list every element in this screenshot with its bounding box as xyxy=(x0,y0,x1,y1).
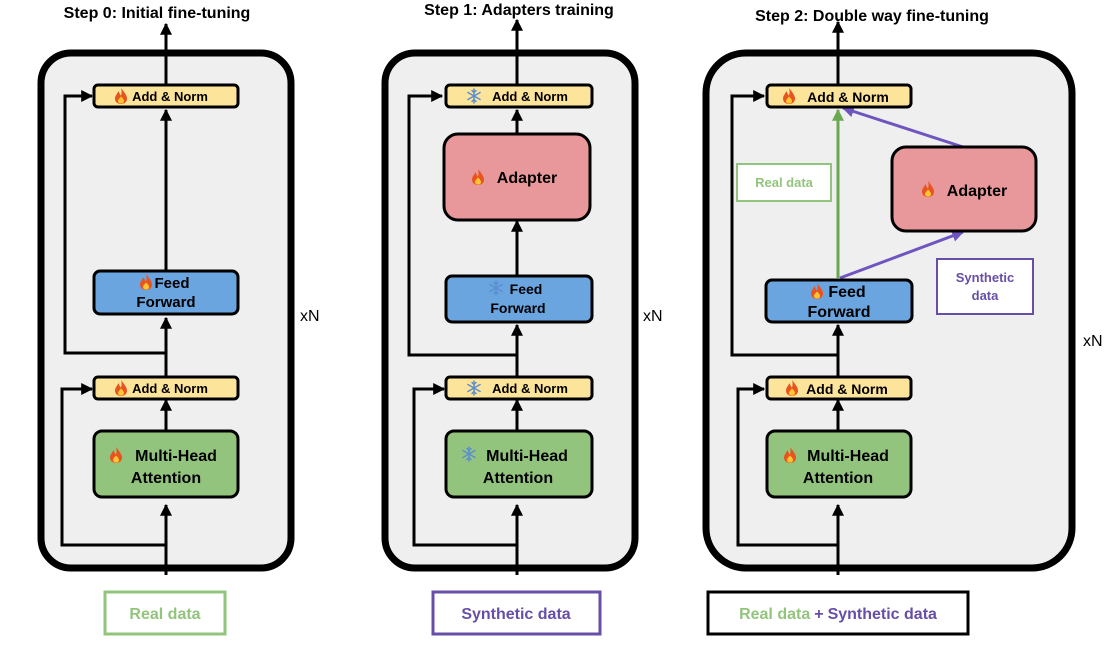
step-1-ff-line1: Feed xyxy=(510,281,543,297)
step-2-ff-line1: Feed xyxy=(828,284,865,301)
step-0-mha-line1: Multi-Head xyxy=(135,448,217,465)
step-2-feed-forward: Feed Forward xyxy=(764,278,914,324)
step-2-mha-line1: Multi-Head xyxy=(807,448,889,465)
step-1-residual-1 xyxy=(412,383,517,547)
step-2-title: Step 2: Double way fine-tuning xyxy=(755,8,989,25)
step-0-residual-1 xyxy=(60,383,166,547)
step-2-multi-head-attention: Multi-Head Attention xyxy=(765,429,913,499)
step-2-ff-line2: Forward xyxy=(807,304,870,321)
step-1-mha-line1: Multi-Head xyxy=(486,448,568,465)
step-2-bottom-norm-label: Add & Norm xyxy=(806,381,888,397)
step-2-real-tag-label: Real data xyxy=(755,175,814,190)
step-0-bottom-norm-label: Add & Norm xyxy=(132,381,208,396)
step-2-mha-line2: Attention xyxy=(803,470,873,487)
step-2-real-data-tag: Real data xyxy=(736,163,832,202)
step-1-mha-line2: Attention xyxy=(483,470,553,487)
step-1-adapter-label: Adapter xyxy=(497,170,557,187)
step-1-adapter: Adapter xyxy=(442,132,592,222)
step-1-residual-2 xyxy=(407,90,517,357)
step-0-title: Step 0: Initial fine-tuning xyxy=(64,5,251,22)
step-2-input-box: Real data+ Synthetic data xyxy=(706,590,970,636)
step-2-residual-1 xyxy=(736,383,838,547)
step-1-top-norm-label: Add & Norm xyxy=(492,89,568,104)
step-1-title: Step 1: Adapters training xyxy=(424,2,614,19)
step-1-panel: Step 1: Adapters training xN Add & Norm … xyxy=(381,2,663,636)
step-2-synthetic-data-tag: Synthetic data xyxy=(936,258,1034,315)
step-0-ff-line1: Feed xyxy=(154,275,189,292)
step-2-repeat-label: xN xyxy=(1083,333,1103,350)
step-2-synthetic-tag-line2: data xyxy=(972,288,1000,303)
step-0-repeat-label: xN xyxy=(300,308,320,325)
step-2-adapter: Adapter xyxy=(890,145,1038,233)
step-2-residual-2 xyxy=(730,90,838,357)
step-2-adapter-label: Adapter xyxy=(947,183,1007,200)
step-0-input-label: Real data xyxy=(129,606,200,623)
step-0-top-norm-label: Add & Norm xyxy=(132,89,208,104)
step-1-multi-head-attention: Multi-Head Attention xyxy=(444,429,594,499)
step-1-ff-line2: Forward xyxy=(490,300,545,316)
step-0-ff-line2: Forward xyxy=(136,294,195,311)
step-0-top-add-norm: Add & Norm xyxy=(92,83,240,109)
step-0-bottom-add-norm: Add & Norm xyxy=(92,375,240,401)
step-2-synthetic-tag-line1: Synthetic xyxy=(956,270,1015,285)
step-2-top-add-norm: Add & Norm xyxy=(765,83,913,109)
step-2-synthetic-to-adapter-arrow xyxy=(839,230,965,280)
step-0-input-box: Real data xyxy=(103,590,227,636)
step-1-bottom-add-norm: Add & Norm xyxy=(444,375,594,401)
step-0-panel: Step 0: Initial fine-tuning xN Add & Nor… xyxy=(37,5,320,636)
step-2-panel: Step 2: Double way fine-tuning xN Add & … xyxy=(702,8,1103,636)
step-2-input-real: Real data xyxy=(739,606,810,623)
step-0-feed-forward: Feed Forward xyxy=(92,269,240,316)
step-1-feed-forward: Feed Forward xyxy=(444,274,594,324)
step-1-top-add-norm: Add & Norm xyxy=(444,83,594,109)
step-0-mha-line2: Attention xyxy=(131,470,201,487)
step-0-multi-head-attention: Multi-Head Attention xyxy=(92,429,240,499)
step-2-top-norm-label: Add & Norm xyxy=(807,89,889,105)
step-2-adapter-to-norm-arrow xyxy=(841,105,964,149)
step-1-input-label: Synthetic data xyxy=(461,606,570,623)
step-1-bottom-norm-label: Add & Norm xyxy=(492,381,568,396)
step-0-residual-2 xyxy=(63,90,166,355)
step-1-repeat-label: xN xyxy=(643,308,663,325)
step-2-bottom-add-norm: Add & Norm xyxy=(765,375,913,401)
step-2-input-label: Real data+ Synthetic data xyxy=(739,606,937,623)
step-2-input-synthetic: Synthetic data xyxy=(828,606,937,623)
step-2-input-plus: + xyxy=(814,606,823,623)
step-1-input-box: Synthetic data xyxy=(431,590,602,636)
